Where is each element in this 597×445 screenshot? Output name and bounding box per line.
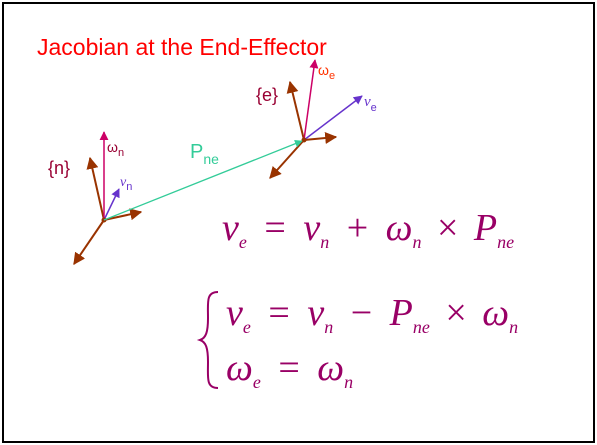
frame-e-v-label: ve (364, 94, 377, 114)
frame-n-v-axis (103, 188, 120, 221)
frame-e (269, 59, 363, 179)
p-ne-label: Pne (190, 141, 219, 167)
frame-n-omega-label: ωn (107, 139, 124, 159)
frame-n-axis-right (103, 208, 143, 221)
frame-e-omega-label: ωe (318, 62, 335, 82)
frame-n-label: {n} (48, 158, 70, 178)
frame-e-axis-up (286, 80, 305, 141)
frame-e-axis-right (303, 132, 338, 144)
slide-title: Jacobian at the End-Effector (37, 34, 327, 60)
frame-e-label: {e} (256, 85, 278, 105)
frame-n-axis-down (73, 219, 105, 265)
equation-1: ve = vn + ωn × Pne (222, 207, 514, 257)
frame-n-v-label: vn (120, 175, 132, 193)
frame-e-axis-down (269, 139, 305, 179)
equation-3: ωe = ωn (226, 347, 353, 397)
equation-2: ve = vn − Pne × ωn (226, 292, 518, 342)
system-brace (196, 291, 219, 389)
frame-e-omega-axis (303, 59, 319, 141)
p-ne-vector (103, 139, 303, 221)
frame-n-axis-up (86, 156, 105, 221)
frame-e-v-axis (303, 95, 363, 141)
